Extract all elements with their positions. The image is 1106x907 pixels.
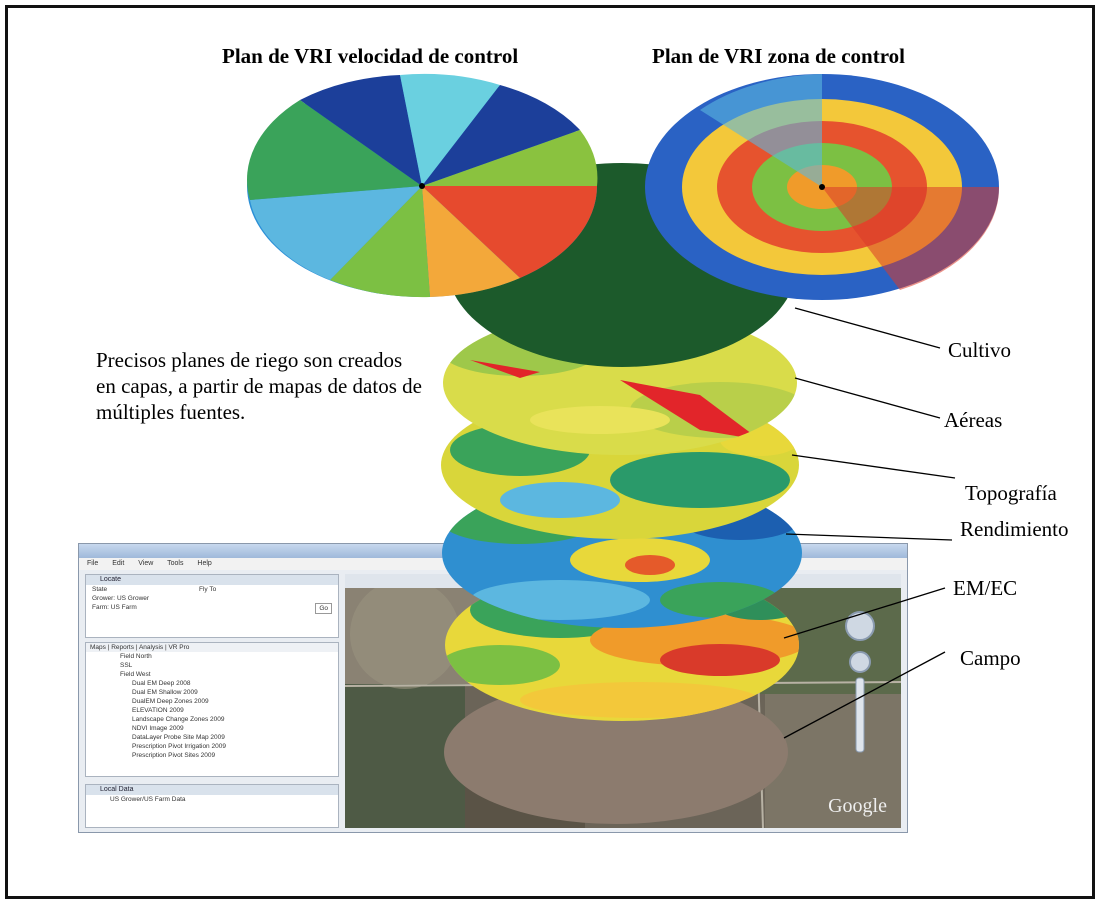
zone-control-pie (645, 74, 1000, 300)
locate-header: Locate (86, 575, 338, 585)
tree-item[interactable]: Dual EM Shallow 2009 (132, 689, 198, 696)
grower-value[interactable]: US Grower (116, 595, 150, 602)
farm-label: Farm: (92, 604, 109, 611)
local-data-panel: Local Data US Grower/US Farm Data (85, 784, 339, 828)
tree-item[interactable]: Prescription Pivot Irrigation 2009 (132, 743, 226, 750)
menu-tools[interactable]: Tools (167, 560, 184, 567)
label-field: Campo (960, 646, 1021, 670)
zone-plan-title: Plan de VRI zona de control (652, 44, 905, 68)
go-button[interactable]: Go (315, 603, 332, 614)
fly-to-tab[interactable]: Fly To (199, 586, 217, 593)
label-em-ec: EM/EC (953, 576, 1018, 600)
map-credit: Google (828, 795, 887, 817)
tree-item[interactable]: Dual EM Deep 2008 (132, 680, 191, 687)
tab-maps[interactable]: Maps (90, 644, 106, 651)
farm-value[interactable]: US Farm (110, 604, 137, 611)
label-topography: Topografía (965, 481, 1057, 505)
menu-help[interactable]: Help (197, 560, 212, 567)
grower-label: Grower: (92, 595, 116, 602)
locate-panel: Locate State Fly To Grower: US Grower Fa… (85, 574, 339, 638)
local-data-header: Local Data (86, 785, 338, 795)
speed-control-pie (247, 73, 598, 298)
tree-item[interactable]: Field West (120, 671, 151, 678)
menu-file[interactable]: File (87, 560, 99, 567)
tree-item[interactable]: Landscape Change Zones 2009 (132, 716, 225, 723)
tree-item[interactable]: ELEVATION 2009 (132, 707, 184, 714)
label-crop: Cultivo (948, 338, 1012, 362)
tree-item[interactable]: NDVI Image 2009 (132, 725, 184, 732)
speed-plan-title: Plan de VRI velocidad de control (222, 44, 519, 68)
menu-edit[interactable]: Edit (112, 560, 125, 567)
tab-vr-pro[interactable]: VR Pro (168, 644, 190, 651)
label-aerial: Aéreas (944, 408, 1003, 432)
leader-lines (783, 307, 956, 739)
tree-item[interactable]: Field North (120, 653, 152, 660)
maps-panel: Maps | Reports | Analysis | VR Pro Field… (85, 642, 339, 777)
field-layer (444, 680, 788, 824)
diagram-caption: Precisos planes de riego son creados en … (96, 348, 422, 424)
tree-item[interactable]: Prescription Pivot Sites 2009 (132, 752, 216, 759)
local-data-item[interactable]: US Grower/US Farm Data (110, 796, 186, 803)
state-label: State (92, 586, 108, 593)
menu-view[interactable]: View (138, 560, 154, 567)
tab-reports[interactable]: Reports (111, 644, 134, 651)
tab-analysis[interactable]: Analysis (138, 644, 164, 651)
tree-item[interactable]: DualEM Deep Zones 2009 (132, 698, 209, 705)
label-yield: Rendimiento (960, 517, 1069, 541)
tree-item[interactable]: SSL (120, 662, 133, 669)
tree-item[interactable]: DataLayer Probe Site Map 2009 (132, 734, 225, 741)
